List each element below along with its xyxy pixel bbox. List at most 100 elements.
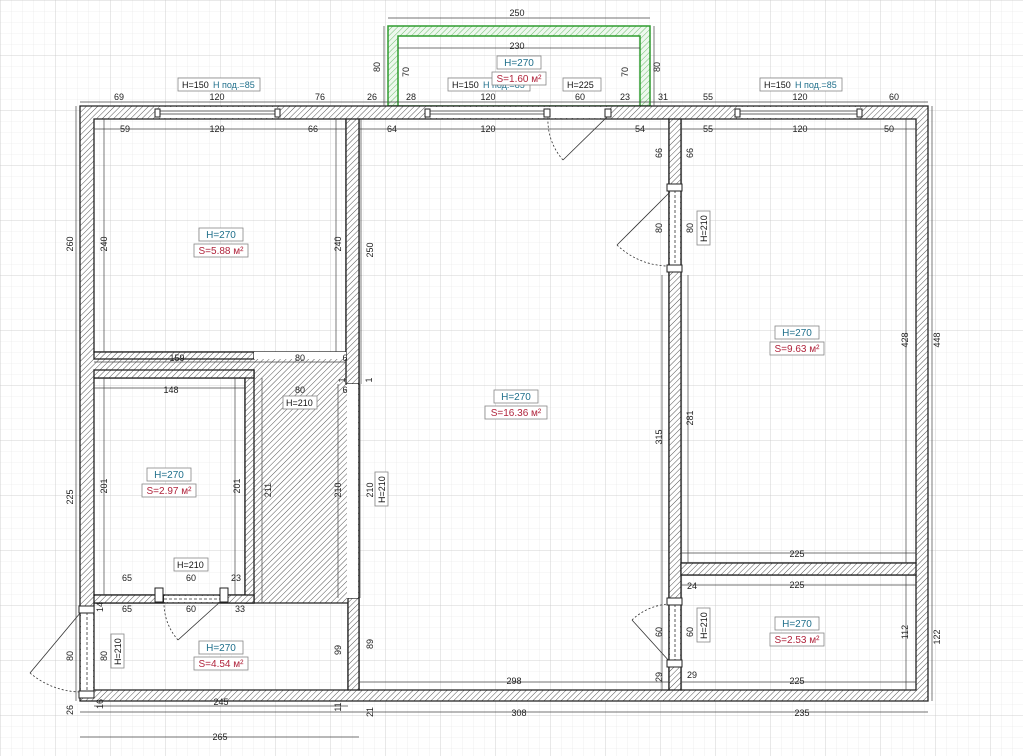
dim-top-inner: 120 xyxy=(480,124,495,134)
dim-interior: 60 xyxy=(685,627,695,637)
room-left-mid-area: S=2.97 м² xyxy=(147,486,193,497)
dim-interior: 33 xyxy=(235,604,245,614)
dimension-labels: 69 120 76 26 28 120 60 23 31 55 120 60 5… xyxy=(65,8,942,742)
dim-interior: 66 xyxy=(685,148,695,158)
dim-balcony: 70 xyxy=(401,67,411,77)
dim-balcony: 230 xyxy=(509,41,524,51)
dim-balcony: 80 xyxy=(372,62,382,72)
dim-right-outer: 448 xyxy=(932,332,942,347)
dim-interior: 225 xyxy=(789,676,804,686)
room-label-right-small[interactable]: H=270 S=2.53 м² xyxy=(769,616,825,647)
door-balcony[interactable] xyxy=(547,116,608,161)
hall-area: S=4.54 м² xyxy=(199,659,245,670)
dim-interior: 24 xyxy=(687,581,697,591)
dim-interior: 66 xyxy=(654,148,664,158)
dim-interior: 225 xyxy=(789,549,804,559)
dim-left-outer: 225 xyxy=(65,489,75,504)
dim-interior: 225 xyxy=(789,580,804,590)
dim-top-outer: 31 xyxy=(658,92,668,102)
room-center-height: H=270 xyxy=(501,392,531,403)
dim-interior: 1 xyxy=(337,377,347,382)
door-tag-right-room: H=210 xyxy=(699,215,709,242)
dim-top-inner: 54 xyxy=(635,124,645,134)
wall-mid-block-top xyxy=(93,369,255,379)
dim-top-outer: 120 xyxy=(792,92,807,102)
dim-interior: 60 xyxy=(186,573,196,583)
room-right-small-area: S=2.53 м² xyxy=(775,635,821,646)
dim-top-inner: 55 xyxy=(703,124,713,134)
dim-left-outer: 80 xyxy=(65,651,75,661)
wall-hall-left xyxy=(93,594,165,604)
room-right-small-height: H=270 xyxy=(782,619,812,630)
dim-interior: 1 xyxy=(364,377,374,382)
dim-top-outer: 76 xyxy=(315,92,325,102)
hall-height: H=270 xyxy=(206,643,236,654)
room-label-hall[interactable]: H=270 S=4.54 м² xyxy=(193,640,249,671)
room-center-area: S=16.36 м² xyxy=(491,408,542,419)
door-tags: H=225 H=210 H=210 H=210 H=210 H=210 H=21… xyxy=(110,77,711,669)
dim-balcony: 250 xyxy=(509,8,524,18)
window-glass xyxy=(159,110,860,115)
dim-interior: 60 xyxy=(654,627,664,637)
dim-interior: 250 xyxy=(365,242,375,257)
dim-bottom-outer: 308 xyxy=(511,708,526,718)
dim-top-outer: 120 xyxy=(480,92,495,102)
dim-top-outer: 60 xyxy=(575,92,585,102)
dim-top-inner: 66 xyxy=(308,124,318,134)
dim-interior: 211 xyxy=(263,483,273,497)
dim-interior: 29 xyxy=(687,670,697,680)
door-jambs xyxy=(78,108,683,699)
room-right-area: S=9.63 м² xyxy=(775,344,821,355)
balcony-area: S=1.60 м² xyxy=(497,74,543,85)
door-right-room[interactable] xyxy=(616,190,676,267)
dim-interior: 23 xyxy=(231,573,241,583)
room-left-top-area: S=5.88 м² xyxy=(199,246,245,257)
dim-right-outer: 122 xyxy=(932,629,942,644)
window-right-h: H=150 xyxy=(764,80,791,90)
door-storage[interactable] xyxy=(163,598,221,641)
window-left-h: H=150 xyxy=(182,80,209,90)
dim-interior: 428 xyxy=(900,332,910,347)
wall-right-divider xyxy=(680,562,917,576)
dim-top-outer: 69 xyxy=(114,92,124,102)
dim-top-outer: 26 xyxy=(367,92,377,102)
dim-interior: 210 xyxy=(365,482,375,497)
window-balcony-h: H=150 xyxy=(452,80,479,90)
room-right-height: H=270 xyxy=(782,328,812,339)
room-label-balcony[interactable]: H=270 S=1.60 м² xyxy=(491,55,547,86)
dim-interior: 159 xyxy=(169,353,184,363)
dim-interior: 6 xyxy=(342,353,347,363)
dim-interior: 60 xyxy=(186,604,196,614)
dim-interior: 112 xyxy=(900,625,910,639)
dim-interior: 80 xyxy=(99,651,109,661)
room-left-mid-height: H=270 xyxy=(154,470,184,481)
dim-interior: 21 xyxy=(365,707,375,717)
room-label-center[interactable]: H=270 S=16.36 м² xyxy=(484,389,548,420)
window-tag-right: H=150 H под.=85 xyxy=(759,77,843,92)
room-label-left-top[interactable]: H=270 S=5.88 м² xyxy=(193,227,249,258)
dim-interior: 240 xyxy=(99,236,109,251)
dim-interior: 281 xyxy=(685,410,695,425)
window-tag-left: H=150 H под.=85 xyxy=(177,77,261,92)
window-left-hpod: H под.=85 xyxy=(213,80,255,90)
dim-interior: 210 xyxy=(333,482,343,497)
door-small-room[interactable] xyxy=(631,603,676,663)
wall-center-left-low xyxy=(347,597,360,691)
dim-top-inner: 64 xyxy=(387,124,397,134)
dim-left-outer: 26 xyxy=(65,705,75,715)
dim-interior: 6 xyxy=(342,385,347,395)
dim-top-outer: 120 xyxy=(209,92,224,102)
room-label-left-mid[interactable]: H=270 S=2.97 м² xyxy=(141,467,197,498)
dim-interior: 14 xyxy=(95,602,105,612)
dim-interior: 80 xyxy=(295,353,305,363)
room-label-right[interactable]: H=270 S=9.63 м² xyxy=(769,325,825,356)
dim-interior: 65 xyxy=(122,573,132,583)
dim-top-outer: 23 xyxy=(620,92,630,102)
dim-top-outer: 60 xyxy=(889,92,899,102)
door-entrance[interactable] xyxy=(29,611,88,693)
balcony-height: H=270 xyxy=(504,58,534,69)
dim-top-inner: 120 xyxy=(792,124,807,134)
dim-balcony: 70 xyxy=(620,67,630,77)
dim-top-outer: 28 xyxy=(406,92,416,102)
